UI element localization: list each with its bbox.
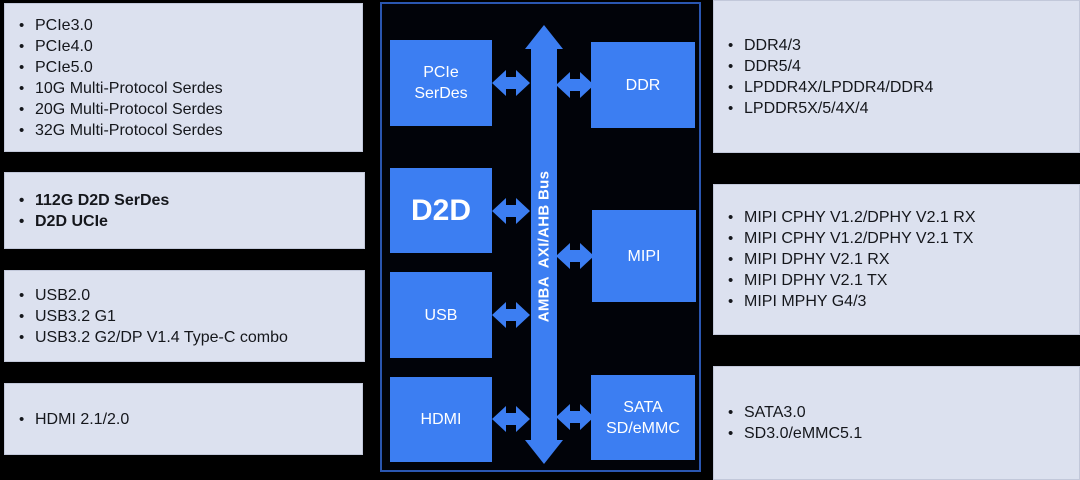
list-item: • USB2.0 [19,285,358,306]
list-item: • SATA3.0 [728,402,1073,423]
bus-arrow-down-icon [525,440,563,464]
list-item-text: USB3.2 G2/DP V1.4 Type-C combo [35,328,288,346]
list-item-text: DDR4/3 [744,36,801,54]
list-item: • 112G D2D SerDes [19,190,358,211]
list-item: • MIPI MPHY G4/3 [728,291,1073,312]
bullet-icon: • [19,286,25,304]
bullet-icon: • [728,36,734,54]
list-item-text: MIPI MPHY G4/3 [744,293,867,310]
panel-ddr-features: • DDR4/3 • DDR5/4 • LPDDR4X/LPDDR4/DDR4 • LPDDR… [713,0,1080,153]
block-mipi: MIPI [592,210,696,302]
panel-mipi-features: • MIPI CPHY V1.2/DPHY V2.1 RX • MIPI CPHY V… [713,184,1080,335]
bidirectional-arrow-icon [492,406,530,432]
bullet-icon: • [728,272,734,289]
bidirectional-arrow-icon [492,70,530,96]
list-item-text: SATA3.0 [744,404,806,421]
bullet-icon: • [728,99,734,117]
list-item: • DDR4/3 [728,35,1073,56]
list-item-text: MIPI DPHY V2.1 TX [744,272,888,289]
bullet-icon: • [19,212,25,230]
list-item-text: 10G Multi-Protocol Serdes [35,79,223,97]
list-item: • PCIe3.0 [19,15,356,36]
panel-d2d-features: • 112G D2D SerDes • D2D UCIe [4,172,365,249]
list-item: • USB3.2 G1 [19,306,358,327]
list-item-text: 32G Multi-Protocol Serdes [35,121,223,139]
bullet-icon: • [728,57,734,75]
list-item: • 32G Multi-Protocol Serdes [19,120,356,141]
list-item: • DDR5/4 [728,56,1073,77]
block-usb: USB [390,272,492,358]
bullet-icon: • [728,230,734,247]
list-item-text: USB3.2 G1 [35,307,116,325]
block-sata-sd-emmc: SATA SD/eMMC [591,375,695,460]
panel-pcie-features: • PCIe3.0 • PCIe4.0 • PCIe5.0 • 10G Multi-Proto… [4,3,363,152]
bidirectional-arrow-icon [556,243,594,269]
list-item: • MIPI CPHY V1.2/DPHY V2.1 TX [728,228,1073,249]
bullet-icon: • [19,58,25,76]
bullet-icon: • [728,425,734,442]
bullet-icon: • [19,191,25,209]
list-item: • LPDDR5X/5/4X/4 [728,98,1073,119]
bullet-icon: • [19,16,25,34]
panel-usb-features: • USB2.0 • USB3.2 G1 • USB3.2 G2/DP V1.4 Type… [4,270,365,362]
list-item: • HDMI 2.1/2.0 [19,409,356,430]
bullet-icon: • [19,307,25,325]
bullet-icon: • [728,404,734,421]
bullet-icon: • [19,121,25,139]
list-item-text: LPDDR4X/LPDDR4/DDR4 [744,78,934,96]
bus-label: AMBA AXI/AHB Bus [535,170,553,323]
bullet-icon: • [19,410,25,428]
bidirectional-arrow-icon [556,72,594,98]
bullet-icon: • [19,100,25,118]
panel-sata-features: • SATA3.0 • SD3.0/eMMC5.1 [713,366,1080,480]
panel-hdmi-features: • HDMI 2.1/2.0 [4,383,363,455]
list-item: • 20G Multi-Protocol Serdes [19,99,356,120]
amba-bus [531,48,557,440]
list-item-text: 112G D2D SerDes [35,191,170,209]
list-item: • SD3.0/eMMC5.1 [728,423,1073,444]
bullet-icon: • [19,328,25,346]
bidirectional-arrow-icon [492,198,530,224]
list-item: • MIPI DPHY V2.1 RX [728,249,1073,270]
list-item: • LPDDR4X/LPDDR4/DDR4 [728,77,1073,98]
list-item-text: MIPI CPHY V1.2/DPHY V2.1 TX [744,230,974,247]
block-ddr: DDR [591,42,695,128]
block-pcie-serdes: PCIe SerDes [390,40,492,126]
bus-arrow-up-icon [525,25,563,49]
bullet-icon: • [19,79,25,97]
bidirectional-arrow-icon [556,404,594,430]
bullet-icon: • [19,37,25,55]
block-d2d: D2D [390,168,492,253]
list-item-text: PCIe4.0 [35,37,93,55]
list-item-text: 20G Multi-Protocol Serdes [35,100,223,118]
list-item-text: MIPI DPHY V2.1 RX [744,251,890,268]
list-item: • 10G Multi-Protocol Serdes [19,78,356,99]
list-item: • PCIe5.0 [19,57,356,78]
list-item: • USB3.2 G2/DP V1.4 Type-C combo [19,327,358,348]
list-item-text: USB2.0 [35,286,91,304]
block-hdmi: HDMI [390,377,492,462]
list-item-text: LPDDR5X/5/4X/4 [744,99,869,117]
list-item: • PCIe4.0 [19,36,356,57]
bullet-icon: • [728,209,734,226]
bullet-icon: • [728,78,734,96]
list-item-text: HDMI 2.1/2.0 [35,410,130,428]
list-item: • MIPI DPHY V2.1 TX [728,270,1073,291]
bullet-icon: • [728,293,734,310]
list-item-text: MIPI CPHY V1.2/DPHY V2.1 RX [744,209,976,226]
list-item-text: DDR5/4 [744,57,801,75]
list-item-text: D2D UCIe [35,212,108,230]
list-item-text: PCIe3.0 [35,16,93,34]
list-item: • D2D UCIe [19,211,358,232]
bullet-icon: • [728,251,734,268]
bidirectional-arrow-icon [492,302,530,328]
list-item-text: PCIe5.0 [35,58,93,76]
list-item: • MIPI CPHY V1.2/DPHY V2.1 RX [728,207,1073,228]
list-item-text: SD3.0/eMMC5.1 [744,425,863,442]
